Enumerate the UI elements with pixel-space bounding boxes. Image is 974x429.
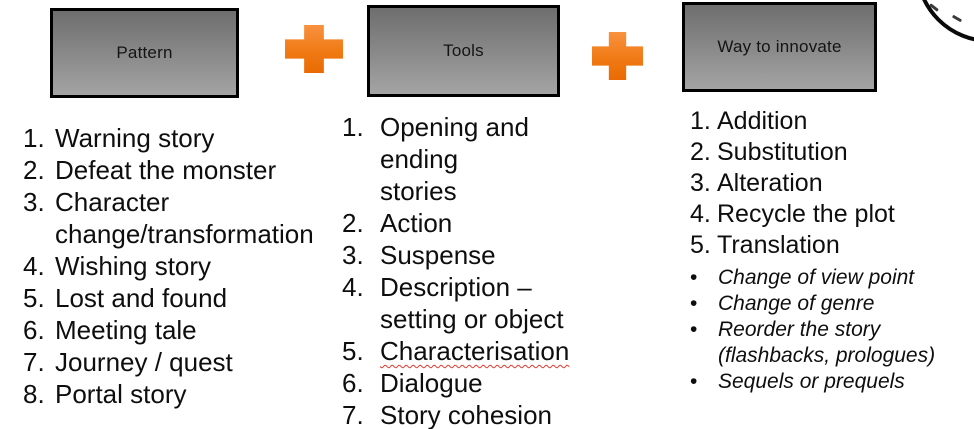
item-text: Suspense [380, 240, 496, 270]
header-box-way-to-innovate: Way to innovate [682, 2, 877, 92]
bullet-dot: • [690, 318, 698, 341]
item-text: Lost and found [55, 283, 228, 313]
header-box-way-to-innovate-label: Way to innovate [717, 37, 842, 56]
tools-list: 1. Opening and ending stories 2. Action 3. Su… [342, 111, 594, 429]
pattern-list: 1. Warning story 2. Defeat the monster 3. Cha… [23, 122, 315, 410]
list-item: 3. Suspense [342, 239, 594, 271]
item-number: 3. [23, 187, 45, 217]
item-number: 1. [23, 123, 45, 153]
item-number: 4. [23, 251, 45, 281]
bullet-dot: • [690, 292, 698, 315]
item-text: Journey / quest [55, 347, 233, 377]
sub-bullet-item: • Change of genre [690, 291, 962, 317]
list-item: 4.Recycle the plot [690, 199, 962, 230]
item-number: 6. [23, 315, 45, 345]
list-item: 1.Addition [690, 106, 962, 137]
list-item: 2. Defeat the monster [23, 154, 315, 186]
item-number: 2. [342, 208, 364, 238]
item-text: Reorder the story (flashbacks, prologues… [718, 318, 936, 367]
item-text: Defeat the monster [55, 155, 277, 185]
item-text: Warning story [55, 123, 215, 153]
list-item: 1. Warning story [23, 122, 315, 154]
item-number: 1. [342, 112, 364, 142]
item-number: 4. [342, 272, 364, 302]
plus-icon [592, 32, 643, 80]
header-box-pattern-label: Pattern [116, 43, 173, 62]
list-item: 6. Meeting tale [23, 314, 315, 346]
item-number: 7. [342, 400, 364, 429]
item-text: Addition [717, 107, 808, 135]
sub-bullet-item: • Reorder the story (flashbacks, prologue… [690, 317, 962, 369]
list-item: 2. Action [342, 207, 594, 239]
header-box-tools-label: Tools [443, 41, 484, 60]
item-text: Story cohesion [380, 400, 552, 429]
header-box-pattern: Pattern [50, 8, 239, 98]
sub-bullet-item: • Sequels or prequels [690, 369, 962, 395]
bullet-dot: • [690, 370, 698, 393]
list-item: 5. Lost and found [23, 282, 315, 314]
list-item: 4. Description – setting or object [342, 271, 594, 335]
item-number: 7. [23, 347, 45, 377]
list-item: 5. Characterisation [342, 335, 594, 367]
way-to-innovate-sub-bullets: • Change of view point • Change of genre • Re… [690, 265, 962, 395]
item-number: 5. [342, 336, 364, 366]
item-text: Substitution [717, 138, 848, 166]
item-text: Recycle the plot [717, 200, 895, 228]
item-text: Description – setting or object [380, 272, 564, 334]
header-box-tools: Tools [367, 5, 560, 97]
cropped-circle-diagram [915, 0, 974, 43]
item-text: Characterisation [380, 336, 570, 366]
plus-icon [285, 25, 343, 73]
list-item: 8. Portal story [23, 378, 315, 410]
item-text: Change of view point [718, 266, 915, 289]
item-text: Meeting tale [55, 315, 197, 345]
item-number: 4. [690, 200, 711, 228]
item-number: 5. [690, 231, 711, 259]
item-text: Action [380, 208, 453, 238]
item-number: 8. [23, 379, 45, 409]
list-item: 3. Character change/transformation [23, 186, 315, 250]
list-item: 4. Wishing story [23, 250, 315, 282]
item-text: Character change/transformation [55, 187, 314, 249]
item-number: 5. [23, 283, 45, 313]
item-number: 2. [23, 155, 45, 185]
item-number: 2. [690, 138, 711, 166]
item-text: Sequels or prequels [718, 370, 905, 393]
list-item: 7. Journey / quest [23, 346, 315, 378]
item-number: 3. [690, 169, 711, 197]
list-item: 5.Translation [690, 230, 962, 261]
item-text: Wishing story [55, 251, 212, 281]
item-text: Dialogue [380, 368, 483, 398]
bullet-dot: • [690, 266, 698, 289]
list-item: 2.Substitution [690, 137, 962, 168]
item-text: Translation [717, 231, 840, 259]
item-number: 1. [690, 107, 711, 135]
item-text: Change of genre [718, 292, 875, 315]
list-item: 7. Story cohesion [342, 399, 594, 429]
sub-bullet-item: • Change of view point [690, 265, 962, 291]
list-item: 6. Dialogue [342, 367, 594, 399]
item-text: Portal story [55, 379, 187, 409]
item-text: Alteration [717, 169, 823, 197]
list-item: 3.Alteration [690, 168, 962, 199]
item-number: 6. [342, 368, 364, 398]
item-number: 3. [342, 240, 364, 270]
item-text: Opening and ending stories [380, 112, 529, 206]
list-item: 1. Opening and ending stories [342, 111, 594, 207]
